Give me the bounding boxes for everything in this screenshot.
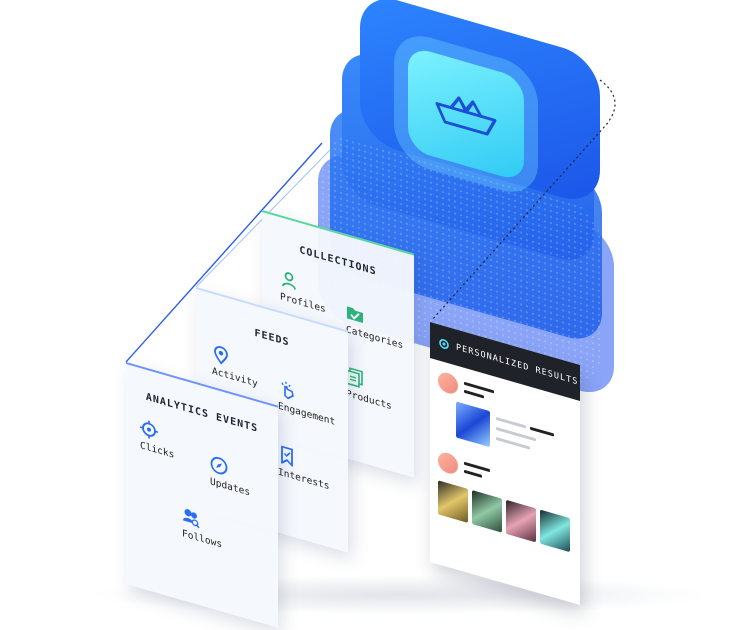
placeholder-line [496, 436, 530, 450]
analytics-item-follows: Follows [182, 506, 223, 551]
results-header: PERSONALIZED RESULTS [430, 322, 580, 402]
analytics-item-updates: Updates [210, 454, 251, 499]
placeholder-line [496, 416, 526, 429]
collections-item-categories: Categories [346, 302, 403, 351]
result-thumbnail [472, 490, 502, 533]
result-thumbnail [540, 509, 570, 553]
gear-logo-icon [439, 339, 449, 350]
collections-item-label: Categories [346, 324, 404, 352]
analytics-item-label: Updates [210, 476, 251, 499]
user-icon [282, 272, 296, 290]
analytics-item-clicks: Clicks [140, 418, 174, 461]
tap-icon [281, 381, 294, 400]
pin-icon [214, 346, 228, 365]
collections-item-profiles: Profiles [280, 269, 326, 315]
collections-panel: COLLECTIONS Profiles Categories Products [262, 210, 414, 478]
personalized-results-card: PERSONALIZED RESULTS [430, 322, 580, 606]
block-icon-tile [408, 45, 524, 183]
people-search-icon [183, 509, 200, 529]
collections-item-products: Products [346, 366, 392, 412]
analytics-item-label: Clicks [140, 440, 175, 461]
bookmark-icon [281, 445, 293, 468]
avatar [438, 450, 458, 477]
folder-check-icon [347, 306, 363, 323]
placeholder-line [464, 469, 482, 478]
feeds-panel: FEEDS Activity Engagement Interests [196, 287, 348, 553]
placeholder-line [530, 426, 554, 437]
analytics-panel: ANALYTICS EVENTS Clicks Updates [126, 362, 278, 628]
feeds-item-label: Interests [278, 466, 330, 493]
boat-logo-icon [435, 96, 497, 136]
compass-icon [210, 456, 228, 475]
analytics-item-label: Follows [182, 528, 223, 551]
feeds-item-interests: Interests [278, 445, 330, 493]
result-thumbnail [438, 480, 468, 523]
feeds-item-label: Engagement [278, 400, 336, 428]
feeds-item-engagement: Engagement [278, 379, 335, 428]
avatar [438, 370, 458, 397]
document-stack-icon [346, 367, 363, 388]
feeds-item-activity: Activity [212, 344, 258, 390]
collections-item-label: Profiles [280, 291, 326, 316]
result-thumbnail [506, 499, 536, 543]
feeds-item-label: Activity [212, 365, 258, 390]
target-icon [140, 420, 158, 439]
collections-item-label: Products [346, 388, 392, 413]
placeholder-line [464, 389, 484, 399]
result-thumbnail [456, 401, 490, 448]
